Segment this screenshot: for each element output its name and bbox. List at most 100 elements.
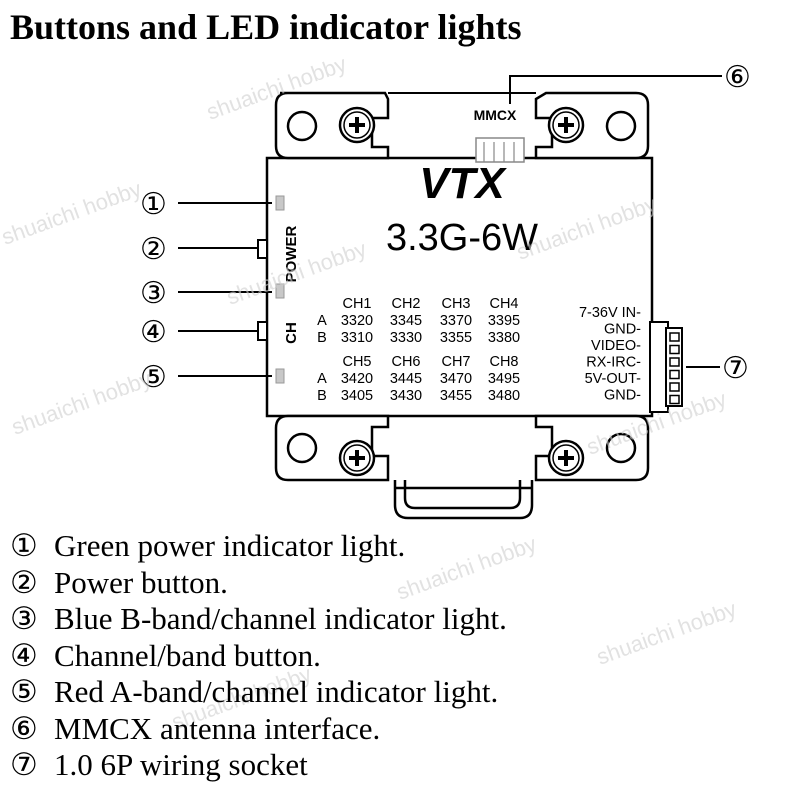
frequency-value: 3480 [488,388,520,404]
frequency-value: 3330 [390,330,422,346]
frequency-value: 3395 [488,313,520,329]
mount-hole-bottom-right [605,432,637,464]
frequency-value: 3455 [440,388,472,404]
channel-header: CH6 [391,354,420,370]
channel-button [257,321,268,341]
frequency-value: 3445 [390,371,422,387]
ch-label: CH [283,322,300,344]
callout-numbers: ① ② ③ ④ ⑤ ⑥ ⑦ [140,60,751,395]
page-title: Buttons and LED indicator lights [10,7,522,47]
pin-labels: 7-36V IN-GND-VIDEO-RX-IRC-5V-OUT-GND- [579,305,641,404]
screw-icon [338,106,376,144]
mount-hole-bottom-left [286,432,318,464]
legend-item: ② Power button. [10,565,507,602]
legend-number: ④ [10,637,38,673]
socket-pin [669,344,680,355]
channel-header: CH7 [441,354,470,370]
frequency-value: 3420 [341,371,373,387]
mount-hole-top-right [605,110,637,142]
pin-label: 5V-OUT- [585,371,642,387]
legend-number: ② [10,564,38,600]
channel-header: CH5 [342,354,371,370]
legend-text: Channel/band button. [54,637,321,673]
channel-header: CH1 [342,296,371,312]
screw-icon [338,439,376,477]
socket-pin [669,394,680,405]
pin-label: GND- [604,388,641,404]
socket-pin [669,369,680,380]
legend-item: ⑥ MMCX antenna interface. [10,711,507,748]
callout-4: ④ [140,315,167,350]
frequency-value: 3495 [488,371,520,387]
legend-item: ④ Channel/band button. [10,638,507,675]
green-power-led [275,195,285,211]
legend-text: MMCX antenna interface. [54,710,381,746]
screws [338,106,585,477]
channel-header: CH4 [489,296,518,312]
pin-label: VIDEO- [591,338,641,354]
frequency-value: 3345 [390,313,422,329]
legend-text: Red A-band/channel indicator light. [54,674,499,709]
power-label: POWER [283,226,300,283]
legend-text: Blue B-band/channel indicator light. [54,601,507,636]
mounting-holes [286,110,637,464]
side-controls [257,195,285,384]
watermark: shuaichi hobby [0,176,145,250]
watermark: shuaichi hobby [8,366,154,440]
callout-lines [178,75,722,377]
callout-6: ⑥ [724,60,751,95]
legend-text: Green power indicator light. [54,528,406,563]
socket-pin [669,382,680,392]
legend-item: ③ Blue B-band/channel indicator light. [10,601,507,638]
board-outline [265,91,654,482]
channel-header: CH2 [391,296,420,312]
legend-text: 1.0 6P wiring socket [54,747,308,782]
callout-5: ⑤ [140,360,167,395]
watermark: shuaichi hobby [593,596,739,670]
frequency-value: 3310 [341,330,373,346]
callout-7: ⑦ [722,351,749,386]
legend-number: ③ [10,601,38,636]
callout-1: ① [140,187,167,222]
band-label: A [317,371,327,387]
legend-text: Power button. [54,564,228,600]
frequency-value: 3380 [488,330,520,346]
pin-label: 7-36V IN- [579,305,641,321]
power-button [257,239,268,259]
legend-list: ① Green power indicator light. ② Power but… [10,528,507,784]
screw-icon [547,439,585,477]
mount-hole-top-left [286,110,318,142]
callout-2: ② [140,232,167,267]
channel-header: CH8 [489,354,518,370]
mmcx-label: MMCX [474,107,517,123]
vtx-logo: VTX [419,159,507,208]
pin-label: RX-IRC- [586,355,641,371]
band-label: B [317,388,327,404]
frequency-value: 3405 [341,388,373,404]
frequency-value: 3470 [440,371,472,387]
legend-number: ⑦ [10,747,38,782]
socket-pin [669,332,680,342]
wiring-socket [649,321,683,413]
legend-item: ① Green power indicator light. [10,528,507,565]
frequency-value: 3430 [390,388,422,404]
bottom-bracket [393,480,534,520]
frequency-value: 3355 [440,330,472,346]
channel-header: CH3 [441,296,470,312]
frequency-value: 3320 [341,313,373,329]
model-label: 3.3G-6W [386,217,538,259]
callout-3: ③ [140,276,167,311]
legend-number: ① [10,528,38,563]
red-a-band-led [275,368,285,384]
socket-pin [669,357,680,367]
pin-label: GND- [604,322,641,338]
screw-icon [547,106,585,144]
legend-number: ⑥ [10,710,38,746]
top-connector-frame [388,92,536,163]
band-label: A [317,313,327,329]
blue-b-band-led [275,283,285,299]
band-label: B [317,330,327,346]
frequency-value: 3370 [440,313,472,329]
